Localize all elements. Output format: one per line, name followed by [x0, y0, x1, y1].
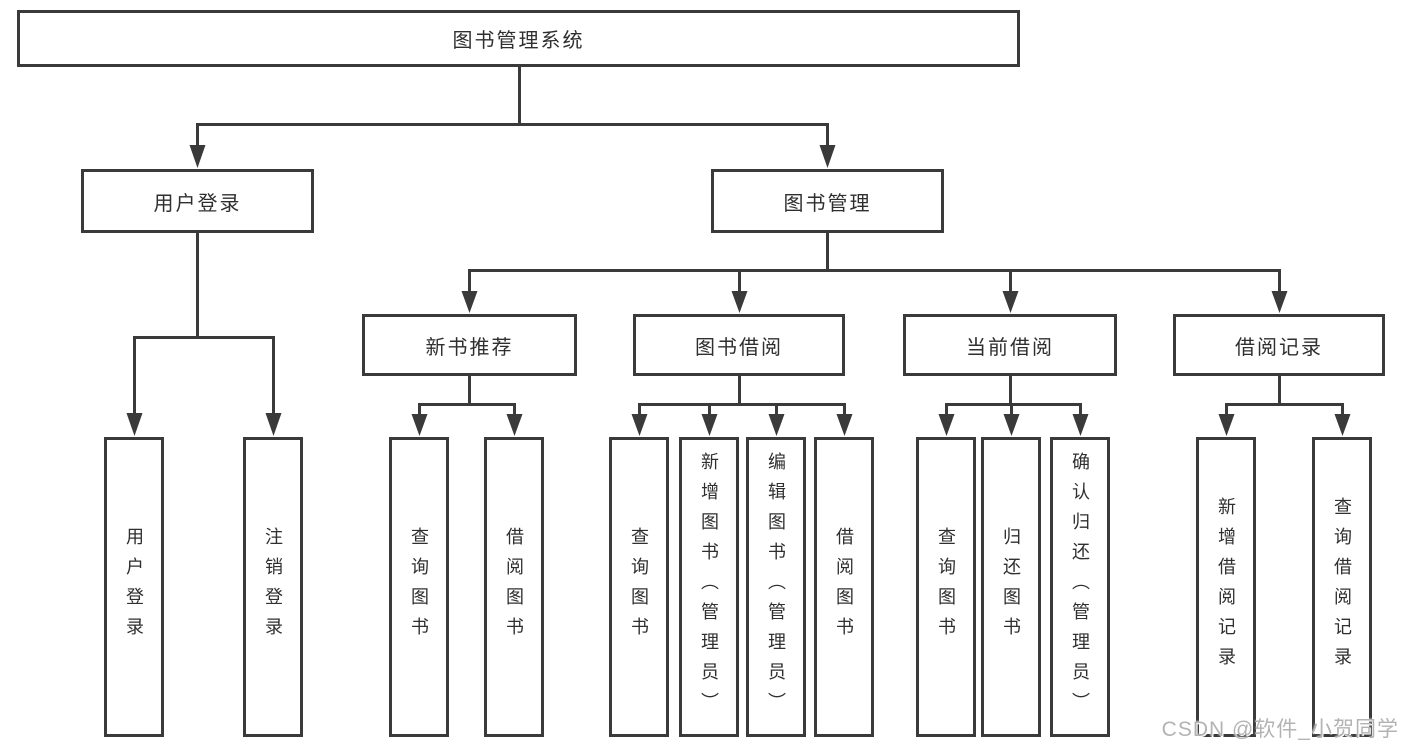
- leaf-cb-confirm-return-admin-label: 确认归还（管理员）: [1070, 452, 1090, 722]
- node-borrow-records-label: 借阅记录: [1235, 336, 1323, 359]
- arrowhead: [411, 414, 428, 436]
- leaf-bb-add-books-admin-label: 新增图书（管理员）: [699, 452, 719, 722]
- node-new-book-recommend: 新书推荐: [362, 314, 577, 376]
- connector-line: [418, 374, 516, 416]
- arrowhead: [1003, 414, 1020, 436]
- connector-line: [945, 374, 1082, 416]
- arrowhead: [701, 414, 718, 436]
- connector-line: [133, 231, 275, 415]
- leaf-bb-query-books-label: 查询图书: [629, 527, 649, 647]
- leaf-nbr-query-books: 查询图书: [389, 437, 449, 737]
- node-current-borrow: 当前借阅: [903, 314, 1117, 376]
- connector-book-management-to-level3: [461, 231, 1288, 313]
- arrowhead: [731, 291, 748, 313]
- arrowhead: [126, 413, 143, 436]
- arrowhead: [1271, 291, 1288, 313]
- leaf-user-login: 用户登录: [104, 437, 164, 737]
- leaf-bb-edit-books-admin-label: 编辑图书（管理员）: [766, 452, 786, 722]
- leaf-cb-query-books-label: 查询图书: [936, 527, 956, 647]
- arrowhead: [1072, 414, 1089, 436]
- leaf-user-login-label: 用户登录: [124, 527, 144, 647]
- arrowhead: [1002, 291, 1019, 313]
- connector-new-book-recommend-to-leaves: [411, 374, 523, 436]
- connector-line: [196, 66, 829, 147]
- connector-root-to-level2: [189, 66, 836, 168]
- leaf-cb-confirm-return-admin: 确认归还（管理员）: [1050, 437, 1110, 737]
- arrowhead: [189, 145, 206, 168]
- connector-line: [638, 374, 846, 416]
- node-current-borrow-label: 当前借阅: [966, 336, 1054, 359]
- arrowhead: [265, 413, 282, 436]
- node-user-login: 用户登录: [81, 169, 314, 233]
- leaf-br-add-borrow-record-label: 新增借阅记录: [1216, 497, 1236, 677]
- leaf-cb-query-books: 查询图书: [916, 437, 976, 737]
- node-new-book-recommend-label: 新书推荐: [425, 336, 514, 359]
- leaf-logout: 注销登录: [243, 437, 303, 737]
- leaf-br-add-borrow-record: 新增借阅记录: [1196, 437, 1256, 737]
- leaf-bb-borrow-books-label: 借阅图书: [834, 527, 854, 647]
- leaf-br-query-borrow-record-label: 查询借阅记录: [1332, 497, 1352, 677]
- leaf-cb-return-books-label: 归还图书: [1001, 527, 1021, 647]
- node-book-management-label: 图书管理: [783, 192, 872, 215]
- leaf-nbr-query-books-label: 查询图书: [409, 527, 429, 647]
- arrowhead: [1218, 414, 1235, 436]
- connector-current-borrow-to-leaves: [938, 374, 1089, 436]
- connector-book-borrow-to-leaves: [631, 374, 853, 436]
- node-book-borrow: 图书借阅: [633, 314, 845, 376]
- leaf-bb-add-books-admin: 新增图书（管理员）: [679, 437, 739, 737]
- leaf-logout-label: 注销登录: [263, 527, 283, 647]
- connector-user-login-to-leaves: [126, 231, 282, 436]
- leaf-bb-query-books: 查询图书: [609, 437, 669, 737]
- node-root-label: 图书管理系统: [452, 30, 585, 52]
- node-borrow-records: 借阅记录: [1173, 314, 1385, 376]
- leaf-bb-edit-books-admin: 编辑图书（管理员）: [746, 437, 806, 737]
- node-book-borrow-label: 图书借阅: [695, 336, 783, 359]
- arrowhead: [506, 414, 523, 436]
- connector-line: [1225, 374, 1344, 416]
- arrowhead: [819, 145, 836, 168]
- leaf-cb-return-books: 归还图书: [981, 437, 1041, 737]
- arrowhead: [836, 414, 853, 436]
- node-root: 图书管理系统: [17, 10, 1020, 67]
- leaf-nbr-borrow-books: 借阅图书: [484, 437, 544, 737]
- arrowhead: [631, 414, 648, 436]
- leaf-br-query-borrow-record: 查询借阅记录: [1312, 437, 1372, 737]
- arrowhead: [938, 414, 955, 436]
- connector-borrow-records-to-leaves: [1218, 374, 1351, 436]
- leaf-nbr-borrow-books-label: 借阅图书: [504, 527, 524, 647]
- leaf-bb-borrow-books: 借阅图书: [814, 437, 874, 737]
- arrowhead: [768, 414, 785, 436]
- arrowhead: [1334, 414, 1351, 436]
- node-book-management: 图书管理: [711, 169, 944, 233]
- node-user-login-label: 用户登录: [153, 192, 242, 215]
- watermark: CSDN @软件_小贺同学: [1161, 718, 1399, 741]
- arrowhead: [461, 291, 478, 313]
- connector-line: [468, 231, 1281, 293]
